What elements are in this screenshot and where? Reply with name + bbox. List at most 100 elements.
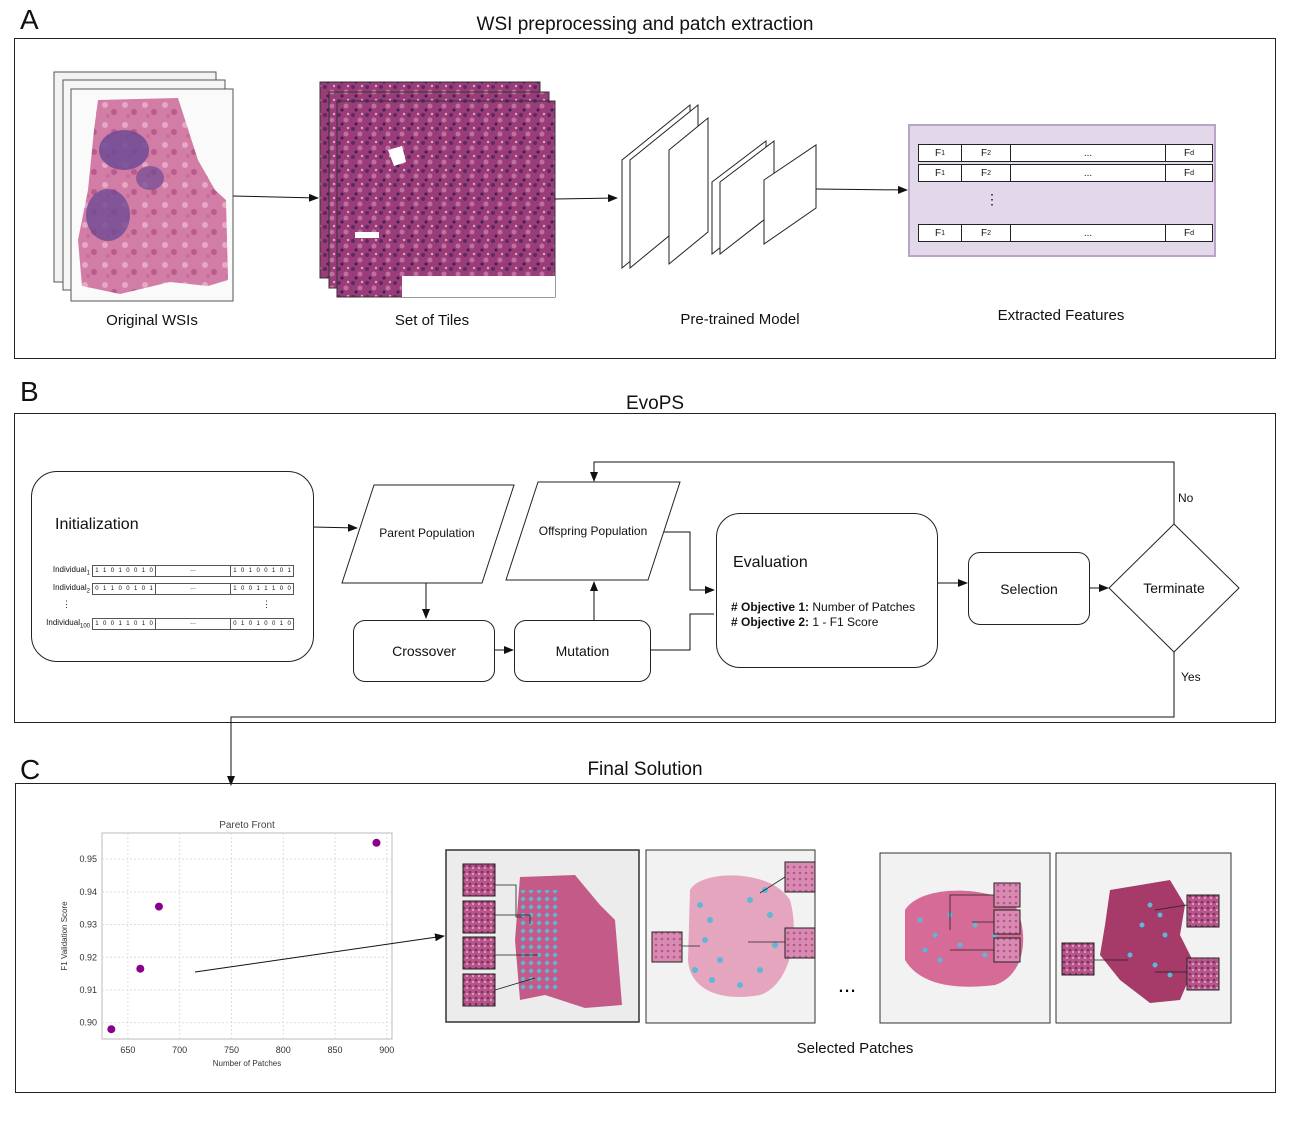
plot-area bbox=[101, 832, 393, 1040]
section-a-title: WSI preprocessing and patch extraction bbox=[476, 14, 814, 35]
caption-pretrained-model: Pre-trained Model bbox=[680, 311, 800, 328]
y-tick-label: 0.95 bbox=[79, 854, 97, 864]
objective-2-label: # Objective 2: bbox=[731, 615, 810, 629]
section-a-letter: A bbox=[20, 4, 39, 35]
individual-dots-left: ⋮ bbox=[62, 599, 71, 609]
section-b-title: EvoPS bbox=[625, 393, 685, 414]
slides-ellipsis: ... bbox=[838, 972, 856, 997]
caption-set-of-tiles: Set of Tiles bbox=[394, 312, 470, 329]
x-tick-label: 700 bbox=[172, 1045, 187, 1055]
objective-2: # Objective 2: 1 - F1 Score bbox=[731, 615, 878, 629]
x-tick-label: 900 bbox=[379, 1045, 394, 1055]
x-tick-label: 750 bbox=[224, 1045, 239, 1055]
section-c-title: Final Solution bbox=[587, 759, 703, 780]
pareto-point bbox=[136, 964, 145, 973]
selection-label: Selection bbox=[1000, 580, 1058, 597]
individual-dots-right: ⋮ bbox=[262, 599, 271, 609]
y-tick-label: 0.92 bbox=[79, 952, 97, 962]
objective-1-label: # Objective 1: bbox=[731, 600, 810, 614]
feature-cell: ... bbox=[1010, 145, 1165, 161]
chromosome-ellipsis: ... bbox=[156, 583, 230, 595]
selection-box: Selection bbox=[968, 552, 1090, 625]
y-tick-label: 0.94 bbox=[79, 887, 97, 897]
offspring-population-label: Offspring Population bbox=[538, 524, 648, 538]
initialization-title: Initialization bbox=[55, 516, 139, 533]
slide-thumbnail-1 bbox=[445, 849, 640, 1023]
chart-title: Pareto Front bbox=[219, 820, 275, 831]
crossover-box: Crossover bbox=[353, 620, 495, 682]
x-tick-label: 650 bbox=[120, 1045, 135, 1055]
individual-label: Individual1 bbox=[52, 565, 90, 577]
chromosome-ellipsis: ... bbox=[156, 618, 230, 630]
feature-cell: ... bbox=[1010, 165, 1165, 181]
terminate-label: Terminate bbox=[1143, 580, 1205, 596]
objective-1-text: Number of Patches bbox=[809, 600, 916, 614]
crossover-label: Crossover bbox=[392, 643, 456, 659]
x-tick-label: 850 bbox=[328, 1045, 343, 1055]
caption-extracted-features: Extracted Features bbox=[997, 307, 1125, 324]
objective-2-text: 1 - F1 Score bbox=[809, 615, 879, 629]
arrow-wsi-to-tiles bbox=[232, 193, 319, 202]
yes-label: Yes bbox=[1181, 670, 1201, 684]
line-mutation-to-evaluation bbox=[651, 613, 714, 651]
y-tick-label: 0.91 bbox=[79, 985, 97, 995]
arrow-model-to-features bbox=[815, 185, 908, 194]
pareto-point bbox=[154, 902, 163, 911]
section-b-letter: B bbox=[20, 376, 39, 407]
caption-original-wsis: Original WSIs bbox=[106, 312, 198, 329]
evaluation-title: Evaluation bbox=[733, 554, 808, 571]
tiles-stack bbox=[319, 81, 556, 298]
y-tick-label: 0.90 bbox=[79, 1018, 97, 1028]
slide-thumbnail-2 bbox=[645, 849, 816, 1024]
section-a-panel bbox=[14, 38, 1276, 359]
slide-thumbnail-4 bbox=[1055, 852, 1232, 1024]
arrow-tiles-to-model bbox=[554, 194, 618, 203]
selected-patches-caption: Selected Patches bbox=[796, 1040, 914, 1057]
model-layers-icon bbox=[621, 103, 817, 270]
arrow-pareto-to-slides bbox=[194, 933, 445, 973]
y-axis-label: F1 Validation Score bbox=[60, 901, 69, 971]
parent-population-label: Parent Population bbox=[379, 526, 475, 540]
evaluation-box: Evaluation # Objective 1: Number of Patc… bbox=[716, 513, 938, 668]
chromosome-ellipsis: ... bbox=[156, 565, 230, 577]
feature-cell: ... bbox=[1010, 225, 1165, 241]
wsi-stack bbox=[53, 71, 234, 302]
mutation-box: Mutation bbox=[514, 620, 651, 682]
offspring-population-shape bbox=[505, 481, 681, 581]
section-b-panel bbox=[14, 413, 1276, 723]
x-axis-label: Number of Patches bbox=[213, 1059, 281, 1068]
arrow-terminate-no-loop bbox=[590, 461, 1175, 524]
arrow-terminate-yes-to-final bbox=[227, 652, 1175, 786]
x-tick-label: 800 bbox=[276, 1045, 291, 1055]
arrow-offspring-to-evaluation bbox=[664, 531, 715, 594]
pareto-point bbox=[372, 838, 381, 847]
parent-population-shape bbox=[341, 484, 515, 584]
section-c-letter: C bbox=[20, 754, 41, 785]
section-c-panel bbox=[15, 783, 1276, 1093]
